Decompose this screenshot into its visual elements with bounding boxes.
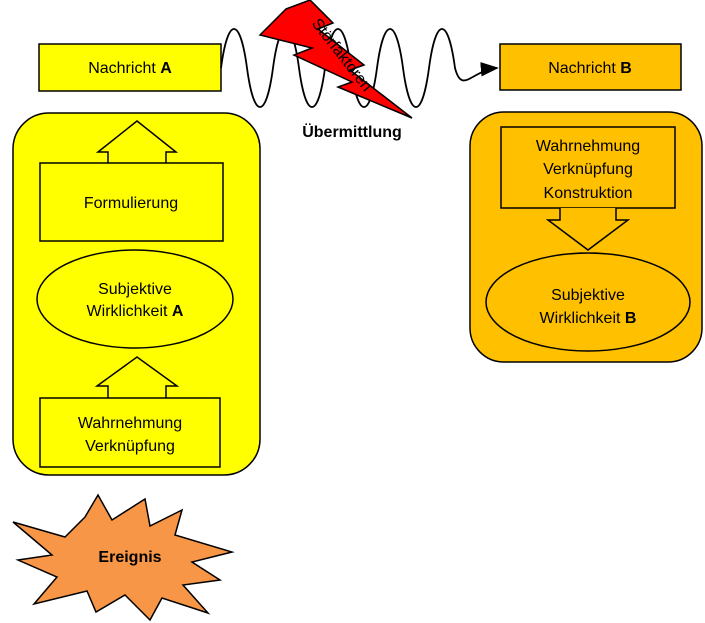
message-a-box	[38, 43, 222, 92]
message-b-box	[499, 43, 682, 91]
noise-lightning	[258, 0, 413, 119]
arrow-processing-to-reality	[545, 208, 631, 251]
formulation-label: Formulierung	[84, 195, 178, 212]
event-burst	[12, 493, 235, 622]
message-b-label: Nachricht B	[548, 60, 632, 77]
arrow-formulation-to-message	[95, 120, 179, 163]
reality-b-ellipse	[485, 252, 691, 352]
reality-a-line2: Wirklichkeit A	[87, 303, 184, 320]
processing-b-line3: Konstruktion	[544, 185, 633, 202]
processing-b-line1: Wahrnehmung	[536, 138, 640, 155]
arrow-perception-to-reality	[94, 356, 180, 398]
transmission-label: Übermittlung	[302, 122, 402, 141]
reality-b-line1: Subjektive	[551, 287, 625, 304]
reality-a-ellipse	[36, 249, 234, 349]
processing-b-line2: Verknüpfung	[543, 161, 633, 178]
perception-a-box	[39, 397, 221, 468]
perception-a-line1: Wahrnehmung	[78, 415, 182, 432]
formulation-box	[39, 162, 224, 242]
reality-b-line2: Wirklichkeit B	[540, 310, 637, 327]
reality-a-line1: Subjektive	[98, 281, 172, 298]
message-a-label: Nachricht A	[88, 60, 172, 77]
perception-a-line2: Verknüpfung	[85, 438, 175, 455]
event-label: Ereignis	[98, 549, 161, 566]
processing-b-box	[500, 126, 676, 209]
